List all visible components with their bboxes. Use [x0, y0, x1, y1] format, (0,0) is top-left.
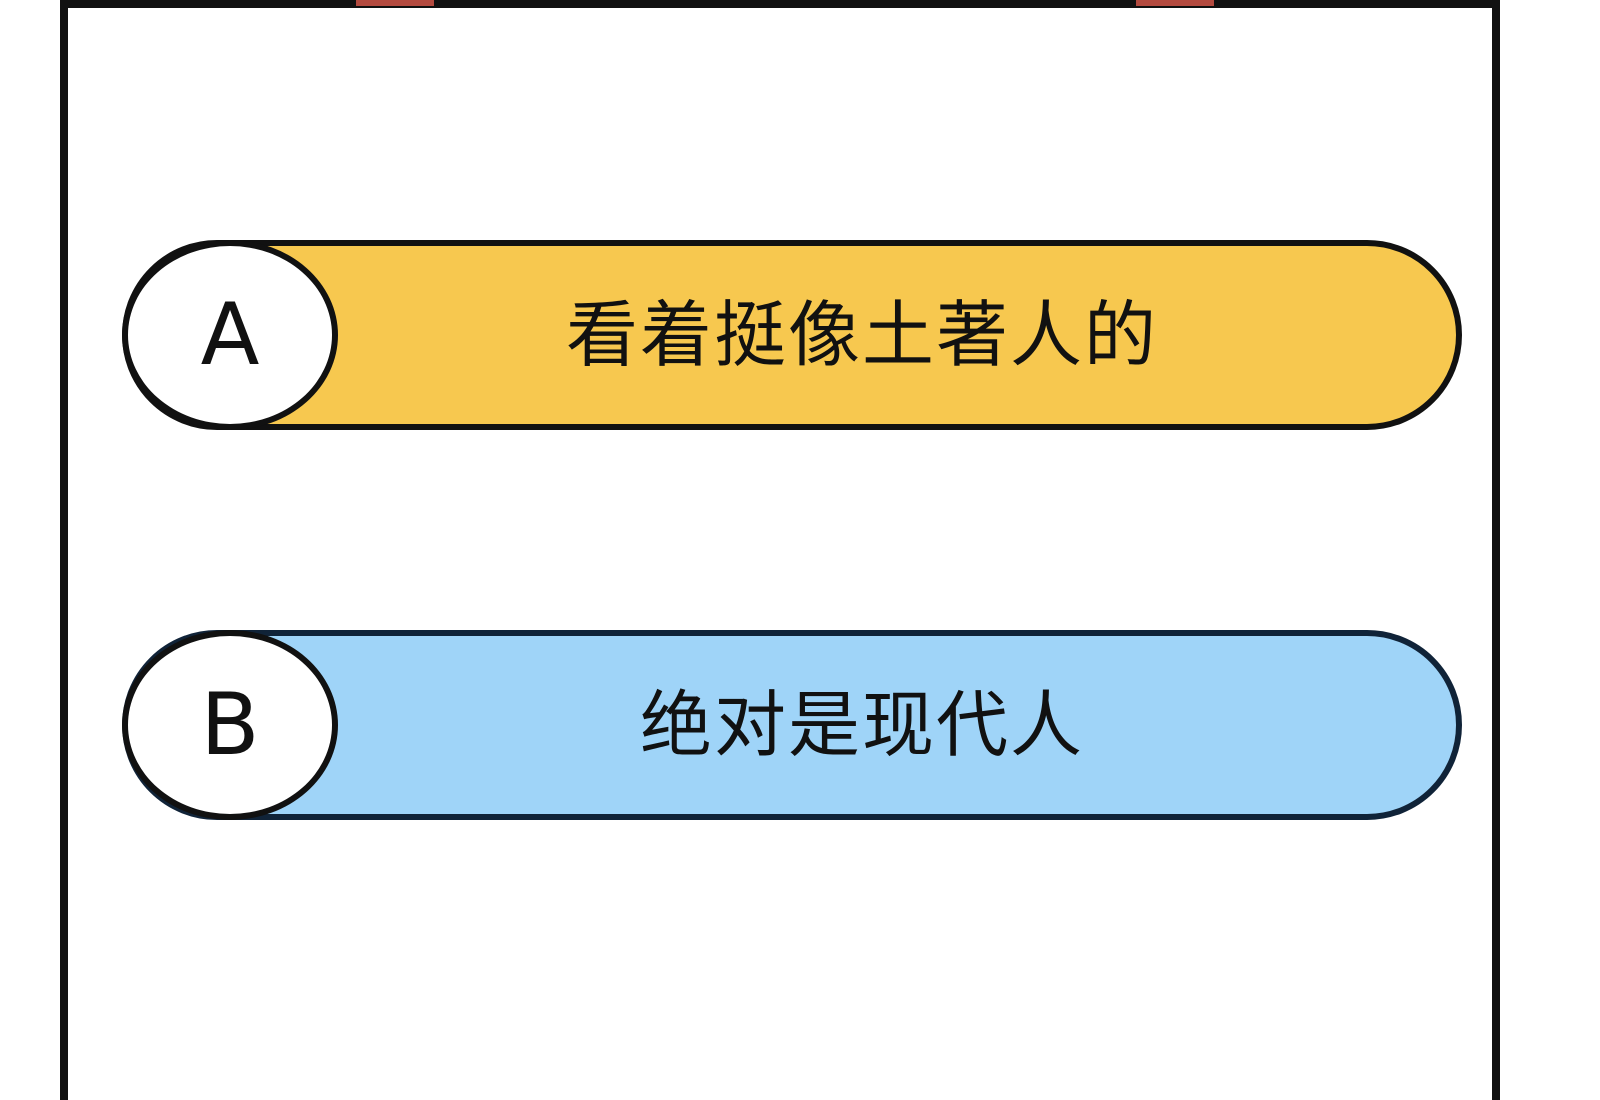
option-b-badge: B	[122, 630, 338, 820]
top-tab-marker-left	[356, 0, 434, 6]
option-a-button[interactable]: A 看着挺像土著人的	[122, 240, 1462, 430]
option-b-letter: B	[200, 675, 260, 775]
top-tab-marker-right	[1136, 0, 1214, 6]
option-b-text: 绝对是现代人	[639, 683, 1084, 767]
quiz-panel	[60, 0, 1500, 1100]
option-a-letter: A	[200, 285, 260, 385]
option-b-button[interactable]: B 绝对是现代人	[122, 630, 1462, 820]
option-a-badge: A	[122, 240, 338, 430]
option-a-text: 看着挺像土著人的	[565, 293, 1158, 377]
